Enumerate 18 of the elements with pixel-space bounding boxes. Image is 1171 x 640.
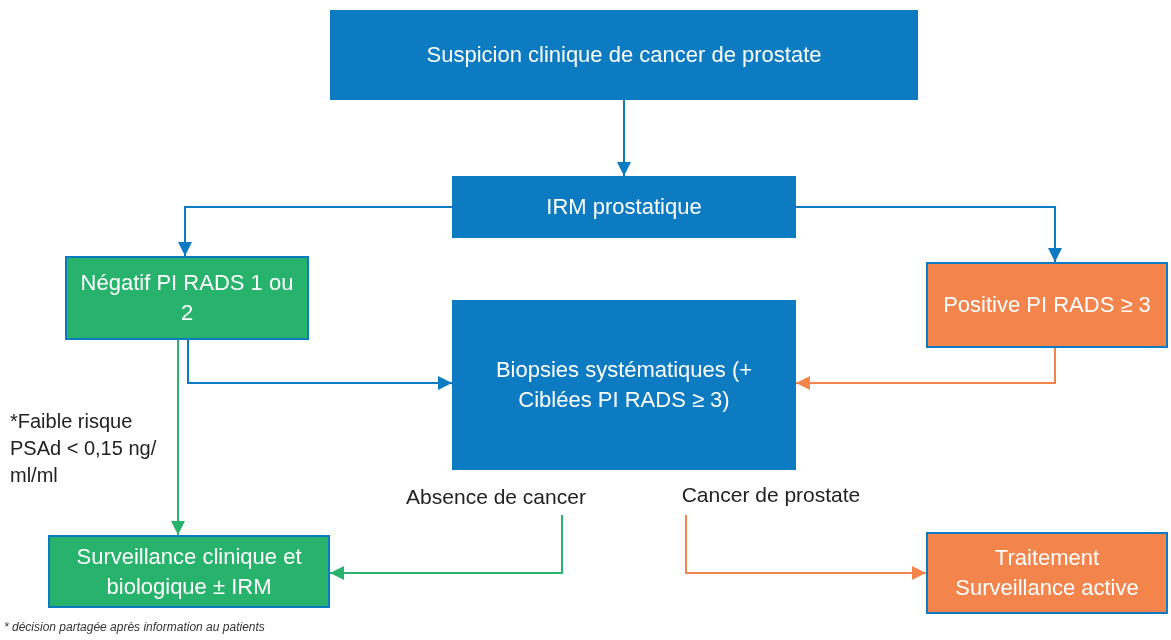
arrow bbox=[795, 206, 1062, 263]
footnote: * décision partagée après information au patients bbox=[4, 620, 265, 634]
outcome-text: Absence de cancer bbox=[380, 483, 612, 511]
process-box: Positive PI RADS ≥ 3 bbox=[926, 262, 1168, 348]
arrow bbox=[329, 514, 563, 580]
arrow bbox=[171, 339, 185, 536]
process-box: Suspicion clinique de cancer de prostate bbox=[330, 10, 918, 100]
arrow bbox=[178, 206, 453, 257]
arrow bbox=[685, 514, 927, 580]
arrow bbox=[617, 99, 631, 177]
process-box: Biopsies systématiques (+ Ciblées PI RADS ≥ 3) bbox=[452, 300, 796, 470]
process-box: Surveillance clinique et biologique ± IRM bbox=[48, 535, 330, 608]
process-box: Traitement Surveillance active bbox=[926, 532, 1168, 614]
arrow bbox=[187, 339, 453, 390]
outcome-text: Cancer de prostate bbox=[655, 481, 887, 509]
process-box: Négatif PI RADS 1 ou 2 bbox=[65, 256, 309, 340]
process-box: IRM prostatique bbox=[452, 176, 796, 238]
arrow bbox=[795, 347, 1056, 390]
